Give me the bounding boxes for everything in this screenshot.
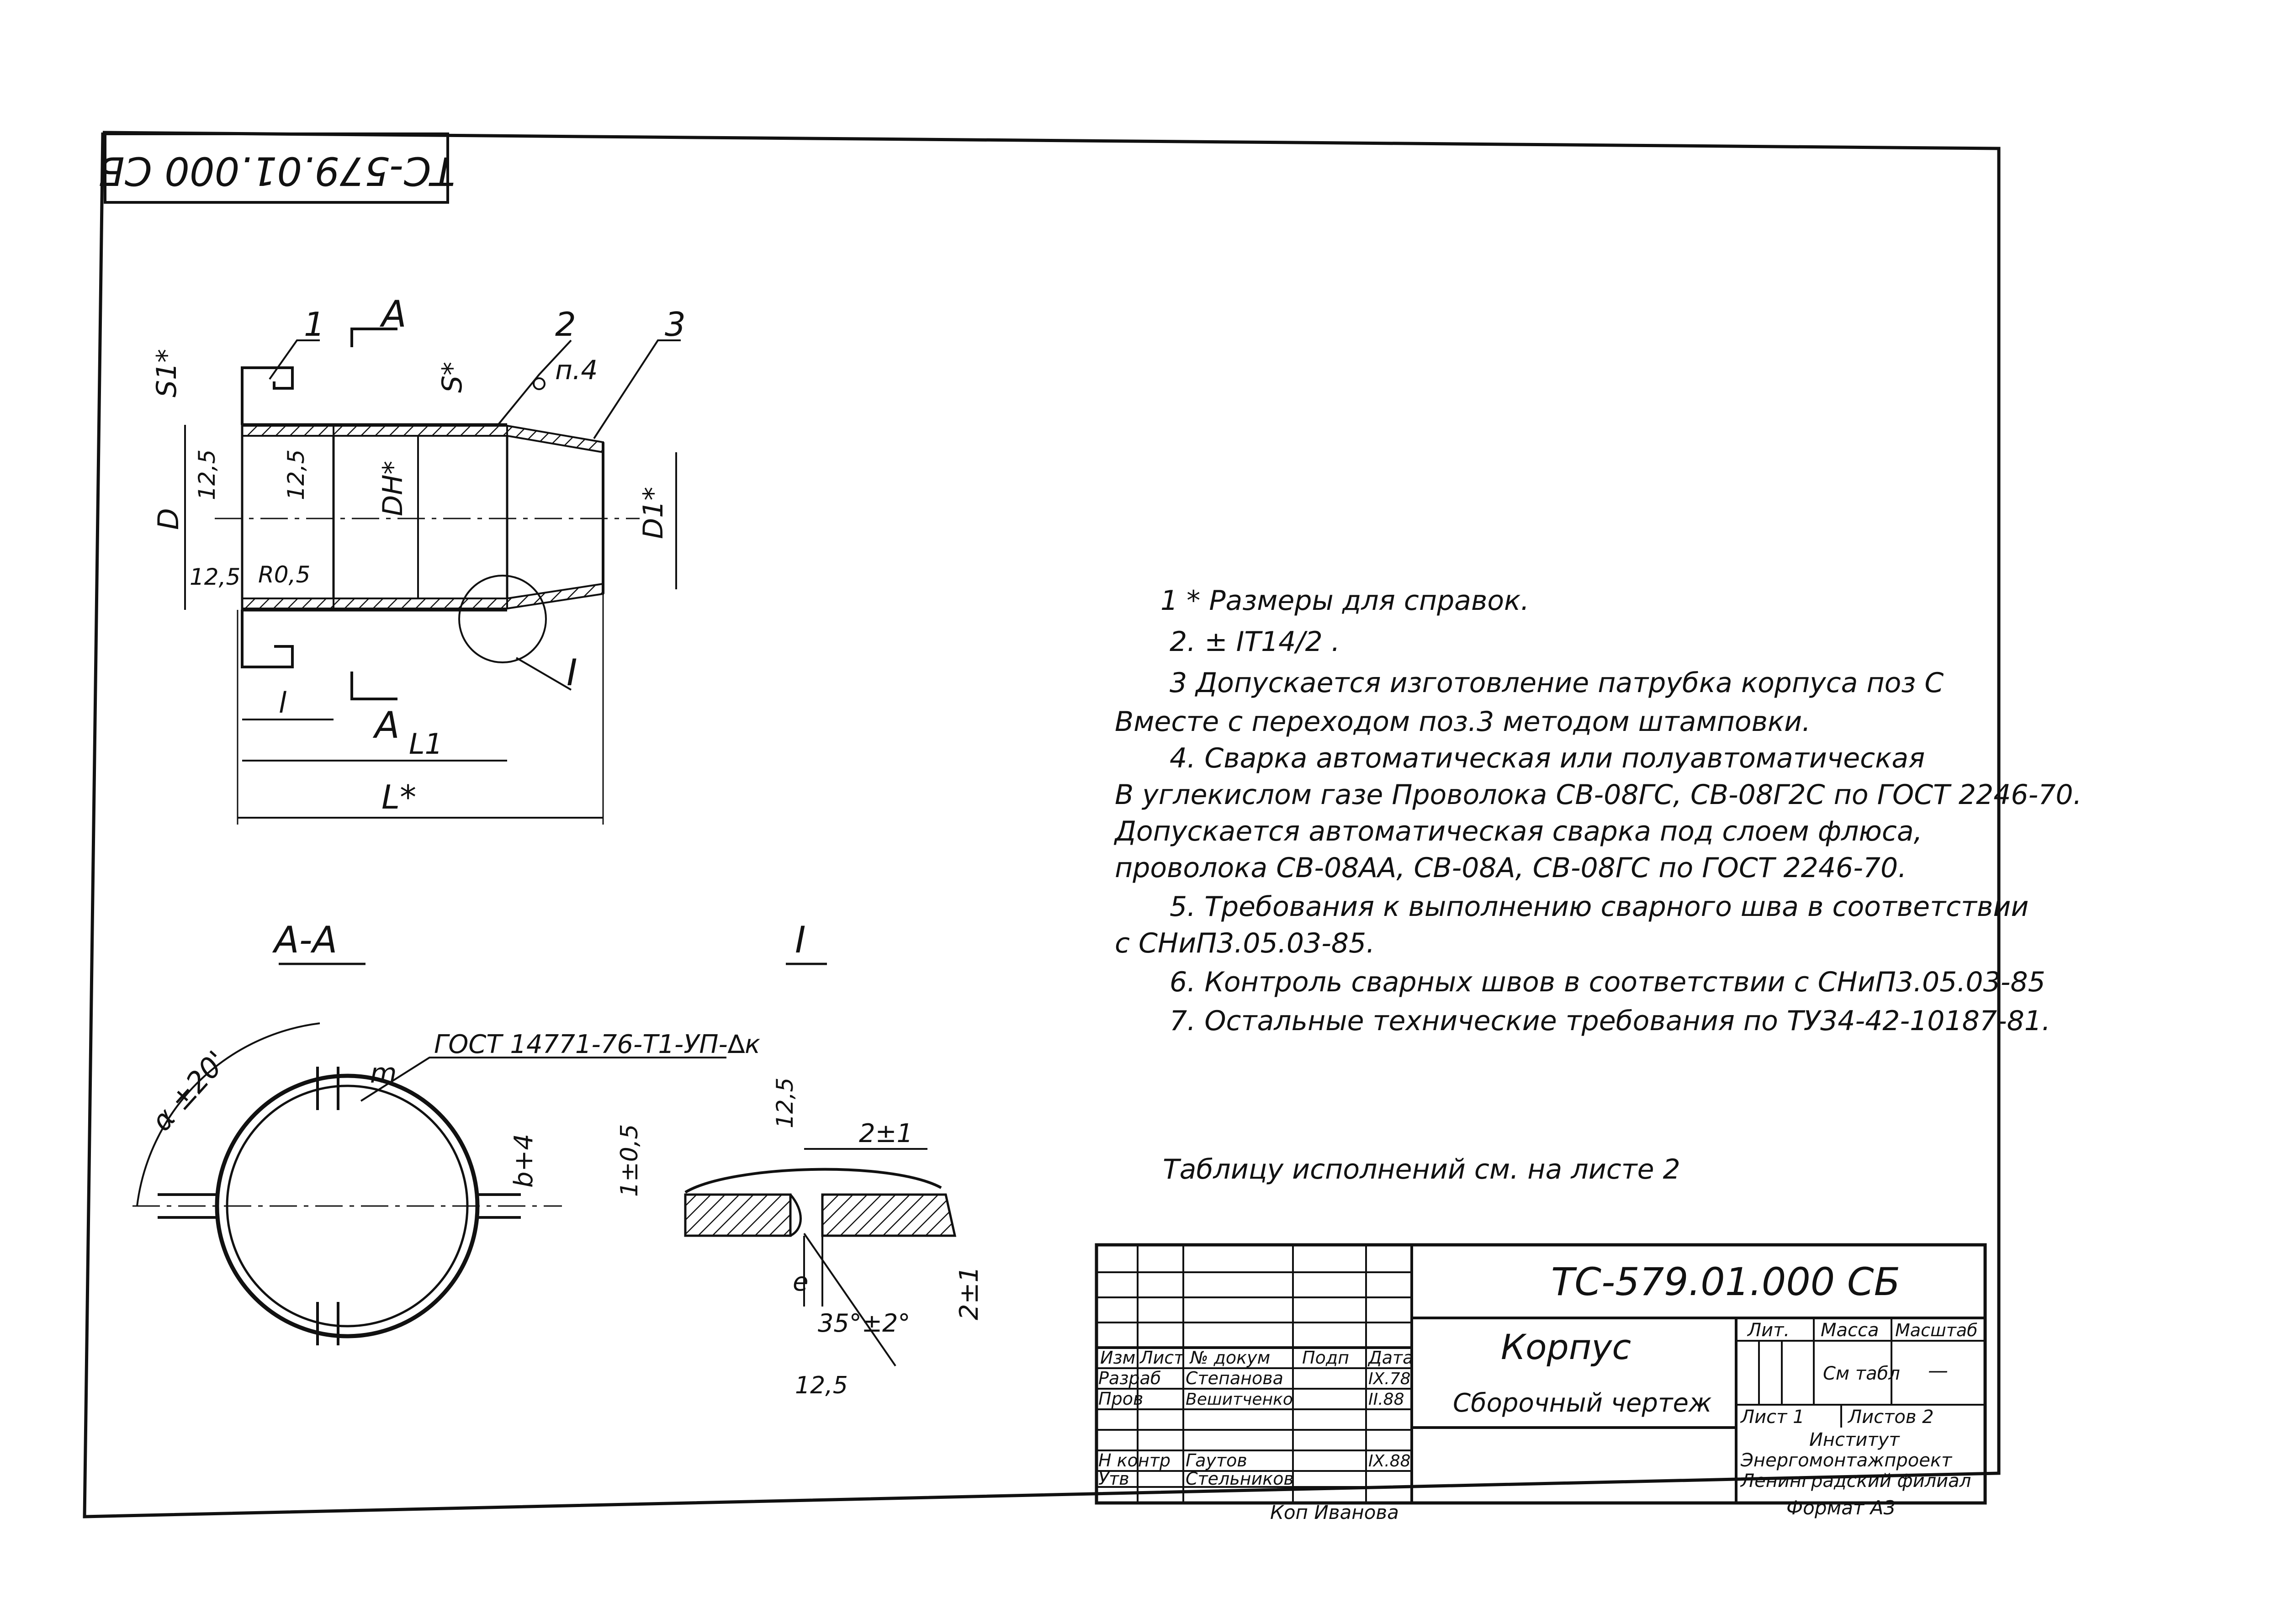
angle-label: α ±20' [145, 1044, 233, 1137]
title-block: ТС-579.01.000 СБ Корпус Сборочный чертеж… [1095, 1243, 1987, 1505]
dim-d: D [152, 508, 185, 530]
role-nkontr: Н контр [1098, 1450, 1171, 1471]
role-razrab: Разраб [1098, 1368, 1161, 1388]
note-4: 4. Сварка автоматическая или полуавтомат… [1170, 742, 1925, 774]
m-label: m [370, 1058, 397, 1090]
detail-roughness-2: 12,5 [795, 1372, 848, 1399]
dim-dh: DН* [377, 461, 409, 516]
note-2: 2. ± IT14/2 . [1170, 626, 1340, 658]
org-2: Энергомонтажпроект [1740, 1450, 1953, 1471]
scale-label: Масштаб [1895, 1320, 1978, 1340]
note-4c: Допускается автоматическая сварка под сл… [1113, 815, 1923, 847]
roughness-2: 12,5 [283, 450, 309, 500]
dim-l: l [279, 686, 286, 719]
rotated-stamp: ТС-579.01.000 СБ [98, 132, 455, 204]
section-mark-top: А [379, 293, 407, 335]
note-5b: с СНиП3.05.03-85. [1115, 927, 1375, 959]
org-3: Ленинградский филиал [1740, 1471, 1971, 1492]
dim-s1: S1* [151, 349, 183, 397]
role-utv: Утв [1098, 1469, 1129, 1489]
stamp-text: ТС-579.01.000 СБ [98, 148, 455, 194]
detail-title: I [795, 919, 806, 961]
tb-code: ТС-579.01.000 СБ [1551, 1259, 1900, 1304]
date-razrab: IX.78 [1368, 1370, 1411, 1388]
edge-label: 1±0,5 [616, 1124, 643, 1197]
hdr-date: Дата [1367, 1348, 1413, 1368]
note-1: 1 * Размеры для справок. [1160, 585, 1529, 617]
technical-notes: 1 * Размеры для справок. 2. ± IT14/2 . 3… [1113, 585, 2082, 1185]
lit-label: Лит. [1747, 1320, 1790, 1341]
height-label: 2±1 [954, 1266, 984, 1320]
detail-roughness: 12,5 [772, 1078, 798, 1128]
section-mark-bottom: А [372, 704, 400, 746]
name-utv: Стельников [1186, 1469, 1294, 1489]
roughness-3: 12,5 [190, 564, 240, 590]
hdr-doc: № докум [1189, 1348, 1270, 1368]
callout-1: 1 [304, 305, 325, 344]
name-nkontr: Гаутов [1186, 1450, 1247, 1471]
tb-doctype: Сборочный чертеж [1453, 1388, 1711, 1418]
name-prov: Вешитченко [1186, 1390, 1293, 1409]
role-prov: Пров [1098, 1389, 1143, 1409]
copied-by: Коп Иванова [1270, 1501, 1399, 1523]
dim-L: L* [381, 778, 416, 816]
sheet-num: Лист 1 [1740, 1407, 1805, 1428]
hdr-list: Лист [1139, 1348, 1185, 1368]
dim-l1: L1 [409, 727, 443, 761]
note-3b: Вместе с переходом поз.3 методом штампов… [1115, 706, 1811, 738]
weld-note: п.4 [555, 354, 598, 386]
callout-2: 2 [555, 305, 576, 344]
dim-r: R0,5 [258, 561, 310, 588]
sheet-total: Листов 2 [1847, 1407, 1934, 1428]
note-4d: проволока СВ-08АА, СВ-08А, СВ-08ГС по ГО… [1115, 852, 1907, 884]
detail-mark: I [567, 651, 577, 694]
date-prov: II.88 [1368, 1390, 1404, 1409]
callout-3: 3 [665, 305, 686, 344]
org-1: Институт [1809, 1429, 1900, 1450]
date-nkontr: IX.88 [1368, 1452, 1411, 1471]
format-label: Формат А3 [1786, 1497, 1896, 1519]
mass-label: Масса [1821, 1320, 1879, 1341]
note-7: 7. Остальные технические требования по Т… [1170, 1005, 2050, 1037]
sheet-frame [83, 131, 2001, 1518]
hdr-izm: Изм [1100, 1348, 1135, 1368]
b-label: b+4 [509, 1134, 539, 1188]
scale-value: — [1928, 1359, 1948, 1382]
dim-d1: D1* [637, 487, 669, 539]
name-razrab: Степанова [1186, 1368, 1283, 1388]
gap-label: 2±1 [859, 1119, 913, 1148]
note-3: 3 Допускается изготовление патрубка корп… [1170, 667, 1944, 699]
detail-i: I 12,5 2±1 1±0,5 e 35°±2° 2±1 12,5 [616, 919, 984, 1399]
note-5: 5. Требования к выполнению сварного шва … [1170, 891, 2029, 923]
tb-name: Корпус [1501, 1327, 1631, 1367]
angle-detail: 35°±2° [818, 1309, 910, 1338]
table-note: Таблицу исполнений см. на листе 2 [1163, 1153, 1680, 1185]
hdr-sign: Подп [1302, 1348, 1349, 1368]
note-4b: В углекислом газе Проволока СВ-08ГС, СВ-… [1115, 779, 2082, 811]
e-label: e [793, 1267, 808, 1297]
main-view: А А 1 2 3 п.4 S1* S* D DН* D1* 12,5 12,5… [151, 293, 686, 825]
mass-value: См табл [1823, 1363, 1900, 1384]
section-aa-title: А-А [272, 919, 337, 961]
section-aa: А-А α ±20' m ГОСТ 14771-76-Т1-УП-∆к b+4 [132, 919, 760, 1345]
roughness-1: 12,5 [194, 450, 220, 500]
note-6: 6. Контроль сварных швов в соответствии … [1170, 966, 2045, 998]
gost-note: ГОСТ 14771-76-Т1-УП-∆к [434, 1030, 760, 1059]
dim-s: S* [436, 362, 468, 393]
